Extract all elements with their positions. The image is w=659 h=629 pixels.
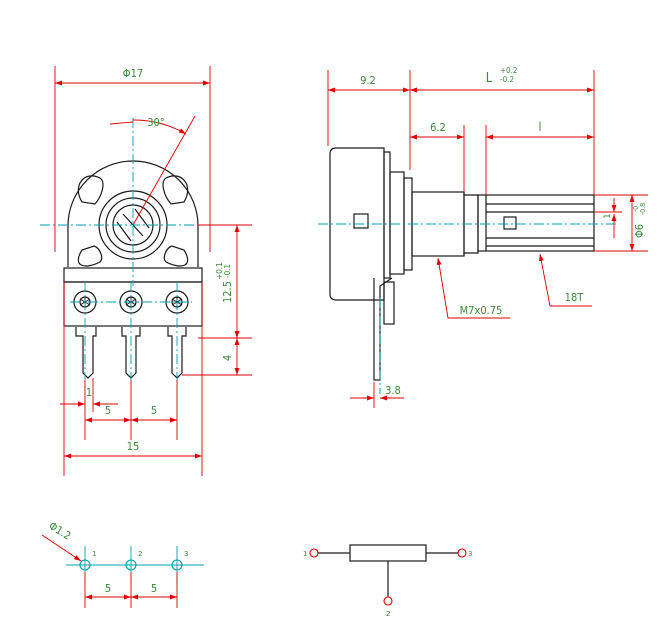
side-body-outline bbox=[329, 147, 595, 381]
bushing-label: 6.2 bbox=[430, 121, 446, 134]
side-dimensions bbox=[327, 70, 648, 408]
knurl-label: 18T bbox=[565, 291, 585, 304]
shaft-label: l bbox=[539, 120, 542, 134]
height-tol-lower: -0.1 bbox=[223, 264, 232, 278]
front-center-lines bbox=[40, 118, 250, 388]
shaft-diameter-tol-lower: -0.8 bbox=[639, 203, 647, 215]
pcb-holes bbox=[79, 559, 183, 571]
schematic-lines bbox=[318, 544, 458, 597]
height-label: 12.5 bbox=[221, 281, 234, 303]
slot-label: 1 bbox=[603, 213, 613, 218]
side-center-lines bbox=[318, 223, 618, 394]
body-depth-label: 9.2 bbox=[360, 74, 376, 87]
pin-width-label: 1 bbox=[86, 386, 92, 399]
total-width-label: 15 bbox=[127, 440, 140, 453]
pcb-pin-1: 1 bbox=[92, 550, 96, 558]
diameter-label: Φ17 bbox=[123, 67, 143, 80]
pitch-left-label: 5 bbox=[105, 404, 111, 417]
side-view: 9.2 L +0.2 -0.2 6.2 l 1 Φ6 -0 -0.8 M7x0.… bbox=[318, 66, 648, 408]
pcb-pin-3: 3 bbox=[184, 550, 188, 558]
total-length-tol-lower: -0.2 bbox=[500, 75, 514, 84]
shaft-diameter-label: Φ6 bbox=[633, 224, 646, 238]
pcb-pitch-left-label: 5 bbox=[105, 582, 111, 595]
pin-length-label: 4 bbox=[221, 355, 234, 361]
schematic-pin-2: 2 bbox=[386, 610, 390, 618]
pcb-dimensions bbox=[41, 534, 178, 608]
height-tol-upper: +0.1 bbox=[215, 262, 224, 279]
terminal-thickness-label: 3.8 bbox=[385, 384, 401, 397]
schematic-terminals bbox=[309, 548, 467, 606]
pcb-pitch-right-label: 5 bbox=[151, 582, 157, 595]
front-dimensions bbox=[54, 66, 252, 476]
total-length-tol-upper: +0.2 bbox=[500, 66, 517, 75]
shaft-diameter-tol-upper: -0 bbox=[632, 206, 640, 212]
angle-label: 30° bbox=[147, 116, 165, 129]
pcb-pin-2: 2 bbox=[138, 550, 142, 558]
schematic-pin-1: 1 bbox=[303, 550, 307, 558]
pcb-layout: Φ1.2 1 2 3 5 5 bbox=[41, 519, 204, 608]
total-length-label: L bbox=[486, 71, 493, 86]
front-view: Φ17 30° 12.5 +0.1 -0.1 4 1 5 5 15 bbox=[40, 66, 252, 476]
schematic-pin-3: 3 bbox=[468, 550, 472, 558]
thread-label: M7x0.75 bbox=[460, 304, 503, 317]
pitch-right-label: 5 bbox=[151, 404, 157, 417]
hole-label: Φ1.2 bbox=[46, 519, 73, 542]
schematic-symbol: 1 3 2 bbox=[303, 544, 472, 618]
